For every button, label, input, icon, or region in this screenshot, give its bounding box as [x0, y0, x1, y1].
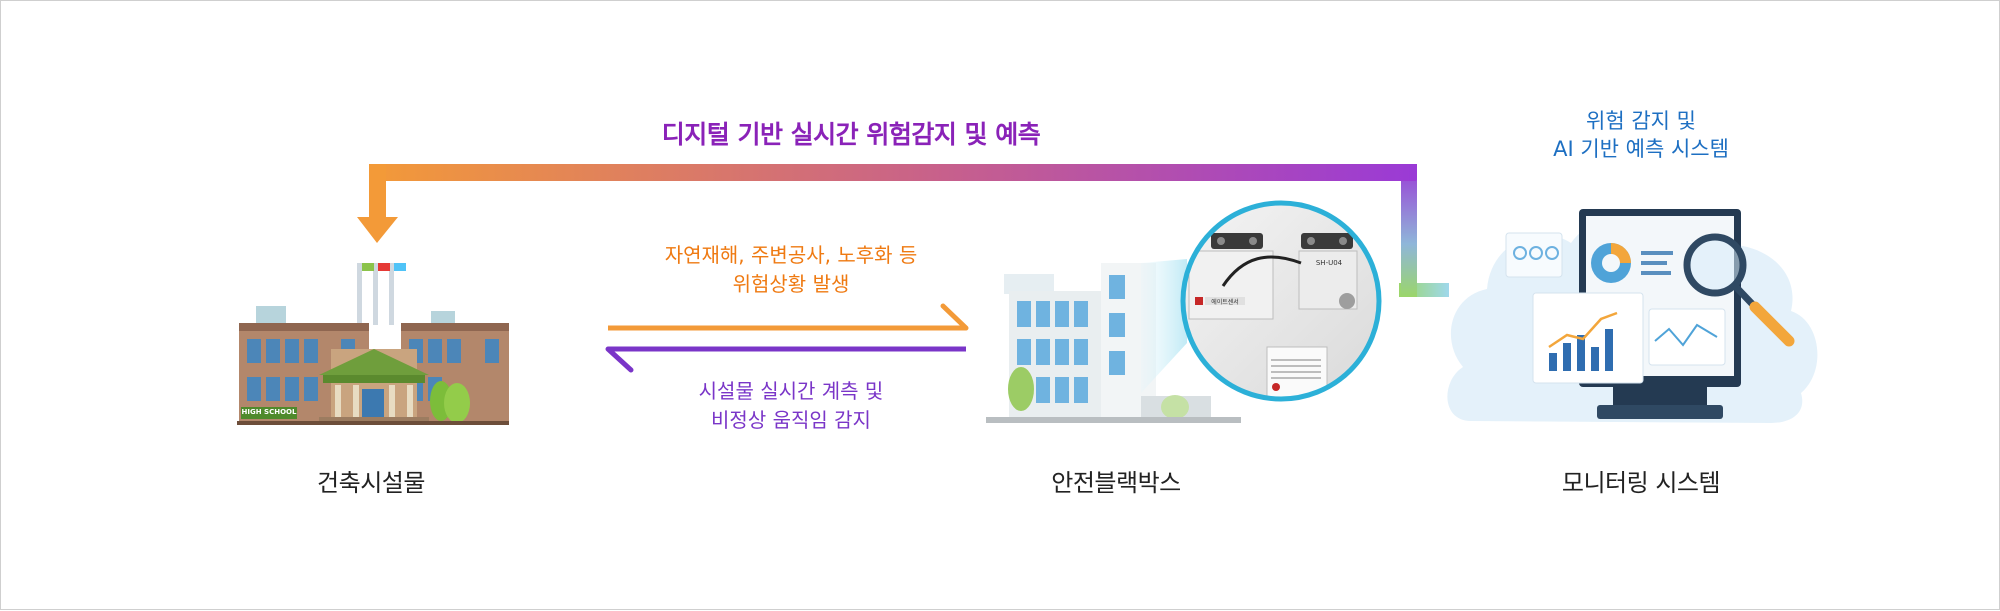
sensor-label: SH-U04 — [1315, 259, 1343, 267]
monitor-system-line2: AI 기반 예측 시스템 — [1553, 137, 1729, 161]
blackbox-building-illustration — [986, 263, 1241, 423]
loop-rise — [1401, 164, 1417, 297]
hazard-flow-line1: 자연재해, 주변공사, 노후화 등 — [664, 243, 918, 267]
caption-blackbox: 안전블랙박스 — [1051, 469, 1181, 497]
hazard-arrow-head — [940, 303, 969, 331]
loop-arrowhead — [357, 217, 398, 243]
school-building-illustration — [237, 263, 509, 425]
loop-title: 디지털 기반 실시간 위험감지 및 예측 — [661, 120, 1041, 149]
caption-monitoring: 모니터링 시스템 — [1561, 469, 1721, 497]
measure-arrow-head — [605, 346, 634, 373]
monitoring-system-illustration — [1447, 209, 1818, 423]
measure-flow-line2: 비정상 움직임 감지 — [711, 408, 871, 432]
feedback-loop-arrow — [357, 164, 1449, 297]
measure-flow-label: 시설물 실시간 계측 및 비정상 움직임 감지 — [571, 377, 1011, 435]
school-sign: HIGH SCHOOL — [241, 408, 297, 416]
loop-drop — [369, 164, 386, 219]
monitor-system-description: 위험 감지 및 AI 기반 예측 시스템 — [1481, 107, 1801, 163]
measure-flow-line1: 시설물 실시간 계측 및 — [698, 379, 884, 403]
device-sticker: 에이트센서 — [1211, 299, 1239, 306]
monitor-system-line1: 위험 감지 및 — [1586, 109, 1696, 133]
zoom-beam — [1141, 259, 1187, 393]
sensor-photo-circle — [1180, 200, 1382, 402]
loop-top-bar — [369, 164, 1417, 181]
caption-building: 건축시설물 — [317, 469, 425, 497]
flow-arrows — [605, 303, 969, 373]
hazard-flow-label: 자연재해, 주변공사, 노후화 등 위험상황 발생 — [571, 241, 1011, 299]
hazard-flow-line2: 위험상황 발생 — [732, 272, 850, 296]
